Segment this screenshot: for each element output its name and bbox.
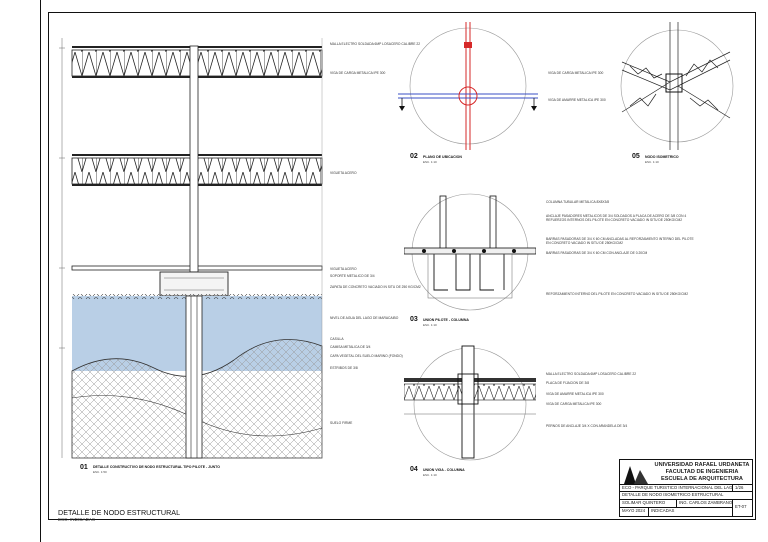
drawing-name: DETALLE DE NODO ISOMETRICO ESTRUCTURAL — [620, 492, 752, 500]
d1-label: CAPA VEGETAL DEL SUELO MARINO (FONDO) — [330, 354, 403, 358]
detail-title: NODO ISOMETRICO — [645, 155, 679, 159]
d1-label: ESTRIBOS DE 3/8 — [330, 366, 358, 370]
detail-number: 04 — [410, 466, 418, 473]
detail-scale: ESC. 1:50 — [93, 470, 107, 474]
detail-02-plan — [398, 22, 538, 150]
d1-label: VIGA DE CARGA METALICA IPE 300 — [330, 71, 386, 75]
detail-scale: ESC. 1:10 — [645, 160, 659, 164]
detail-title: UNION VIGA - COLUMNA — [423, 468, 465, 472]
d1-label: CAMISA METALICA DE 3/4 — [330, 345, 371, 349]
d1-label: ZAPATA DE CONCRETO VACIADO IN SITU DE 25… — [330, 285, 421, 289]
d3-label: COLUMNA TUBULAR METALICA 8X8X3/8 — [546, 200, 610, 204]
detail-title: DETALLE CONSTRUCTIVO DE NODO ESTRUCTURAL… — [93, 465, 220, 469]
detail-number: 05 — [632, 153, 640, 160]
detail-scale: ESC. 1:10 — [423, 323, 437, 327]
author-name: SOLIMAR QUINTERO — [620, 500, 676, 508]
title-block: UNIVERSIDAD RAFAEL URDANETA FACULTAD DE … — [619, 459, 753, 517]
drawing-scale: INDICADAS — [648, 508, 676, 516]
d1-label: MALLA ELECTRO SOLDADA 6MP LOSACERO CALIB… — [330, 42, 421, 46]
d1-label: VIGUETA ACERO — [330, 267, 357, 271]
sheet-subtitle: ESC. INDICADAS — [58, 517, 96, 522]
d1-label: SOPORTE METALICO DE 3/4 — [330, 274, 375, 278]
project-name: ECO - PARQUE TURISTICO INTERNACIONAL DEL… — [620, 484, 732, 492]
d3-label: ANCLAJE PASADORES METALICOS DE 3/4 SOLDA… — [546, 214, 687, 222]
detail-title: UNION PILOTE - COLUMNA — [423, 318, 469, 322]
university-logo-icon — [622, 462, 650, 486]
d3-label: REFORZAMIENTO INTERNO DEL PILOTE EN CONC… — [546, 292, 689, 296]
tutor-name: ING. CARLOS ZAMBRANO — [676, 500, 732, 508]
d1-label: CASILLA — [330, 337, 344, 341]
drawing-sheet — [48, 12, 756, 520]
detail-scale: ESC. 1:10 — [423, 473, 437, 477]
detail-number: 03 — [410, 316, 418, 323]
detail-03-pile-column — [404, 193, 536, 311]
sheet-number: 1/26 — [732, 484, 752, 492]
d1-label: NIVEL DE AGUA DEL LAGO DE MARACAIBO — [330, 316, 399, 320]
d1-label: VIGUETA ACERO — [330, 171, 357, 175]
drawing-date: MAYO 2024 — [622, 508, 646, 513]
faculty-name: FACULTAD DE INGENIERIA — [665, 469, 739, 475]
d4-label: MALLA ELECTRO SOLDADA 6MP LOSACERO CALIB… — [546, 372, 637, 376]
detail-05-isometric — [620, 22, 734, 150]
d4-label: PERNOS DE ANCLAJE 3/4 X CON ARANDELA DE … — [546, 424, 628, 428]
detail-scale: ESC. 1:10 — [423, 160, 437, 164]
sheet-title: DETALLE DE NODO ESTRUCTURAL — [58, 508, 181, 517]
d3-label: BARRAS PASADORAS DE 3/4 X 60 CM ANCLADAS… — [546, 237, 694, 245]
page-margin — [0, 0, 48, 542]
d1-label: SUELO FIRME — [330, 421, 353, 425]
d4-label: PLACA DE FIJACION DE 3/8 — [546, 381, 590, 385]
d4-label: VIGA DE CARGA METALICA IPE 300 — [546, 402, 602, 406]
drawing-code: ET-07 — [732, 500, 752, 516]
d3-label: BARRAS PASADORAS DE 3/4 X 60 CM CON ANCL… — [546, 251, 648, 255]
school-name: ESCUELA DE ARQUITECTURA — [661, 476, 743, 482]
d4-label: VIGA DE AMARRE METALICA IPE 300 — [546, 392, 604, 396]
detail-01-section — [59, 38, 323, 459]
d2-label: VIGA DE AMARRE METALICA IPE 300 — [548, 98, 606, 102]
detail-number: 01 — [80, 464, 88, 471]
d2-label: VIGA DE CARGA METALICA IPE 300 — [548, 71, 604, 75]
detail-04-beam-column — [404, 345, 536, 461]
detail-number: 02 — [410, 153, 418, 160]
detail-title: PLANO DE UBICACION — [423, 155, 462, 159]
university-name: UNIVERSIDAD RAFAEL URDANETA — [654, 462, 750, 468]
